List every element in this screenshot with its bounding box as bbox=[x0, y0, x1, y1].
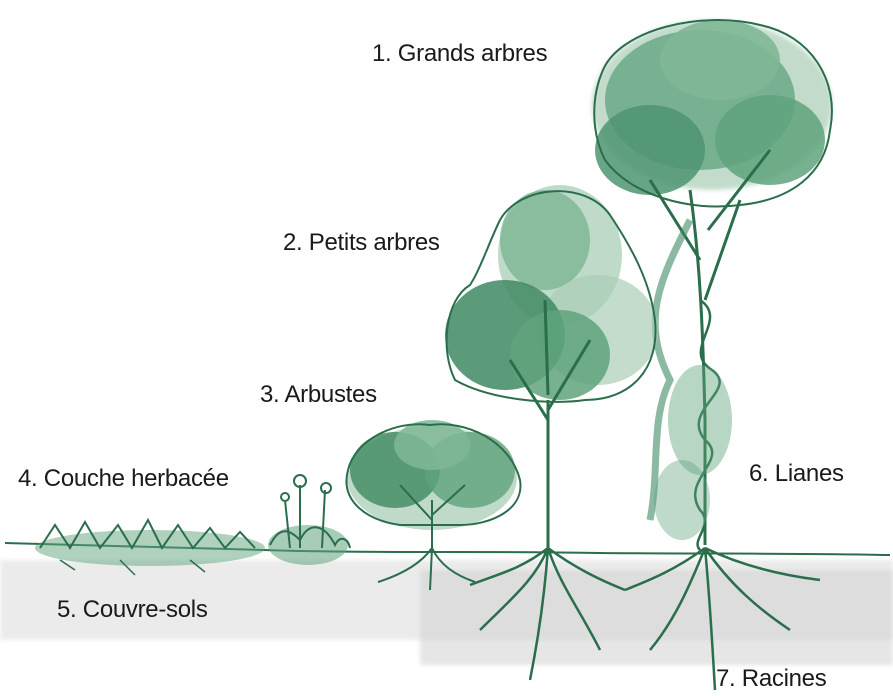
label-couvre-sols: 5. Couvre-sols bbox=[57, 598, 208, 622]
herb-layer bbox=[268, 475, 350, 565]
label-racines: 7. Racines bbox=[716, 667, 826, 691]
liane-vine bbox=[654, 300, 732, 550]
label-couche-herbacee: 4. Couche herbacée bbox=[18, 467, 229, 491]
shrub bbox=[347, 420, 521, 550]
label-arbustes: 3. Arbustes bbox=[260, 383, 377, 407]
label-grands-arbres: 1. Grands arbres bbox=[372, 42, 547, 66]
label-lianes: 6. Lianes bbox=[749, 462, 844, 486]
label-petits-arbres: 2. Petits arbres bbox=[283, 231, 440, 255]
